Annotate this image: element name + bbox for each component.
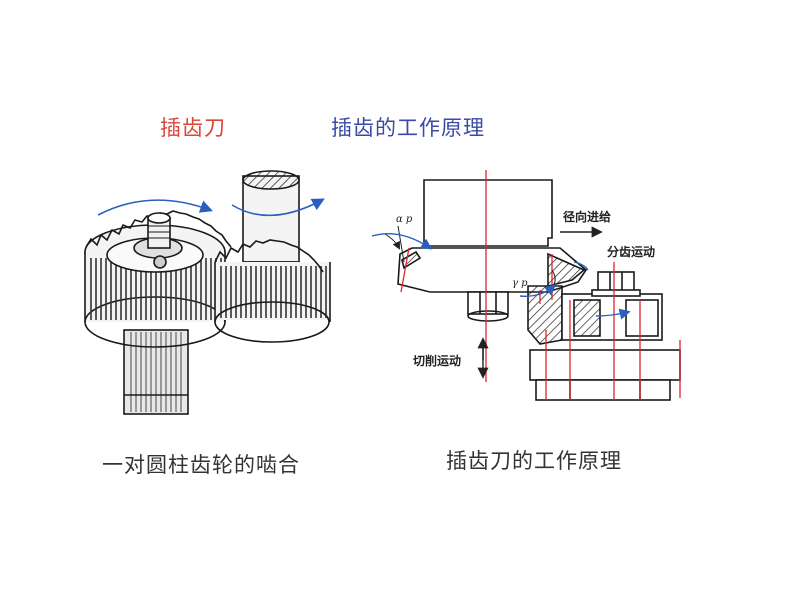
label-cutting-motion: 切削运动	[413, 354, 462, 368]
caption-shaper-cutter-principle: 插齿刀的工作原理	[446, 449, 622, 473]
cutter-holder	[423, 179, 553, 247]
label-relief-angle: α p	[396, 214, 413, 225]
work-table	[529, 349, 681, 381]
gear-shaping-principle-drawing	[371, 170, 681, 401]
label-indexing-motion: 分齿运动	[607, 245, 656, 259]
shaper-cutter	[397, 247, 588, 293]
right-gear	[214, 239, 331, 343]
label-radial-feed: 径向进给	[563, 210, 612, 224]
gear-pair-drawing	[84, 170, 331, 415]
title-gear-shaping-principle: 插齿的工作原理	[331, 116, 485, 140]
caption-gear-pair: 一对圆柱齿轮的啮合	[102, 453, 300, 477]
title-gear-shaper-cutter: 插齿刀	[160, 116, 226, 140]
workpiece-section	[527, 285, 563, 345]
label-rake-angle: γ p	[512, 278, 528, 289]
left-gear	[84, 210, 232, 348]
clamp-nut	[467, 291, 509, 315]
